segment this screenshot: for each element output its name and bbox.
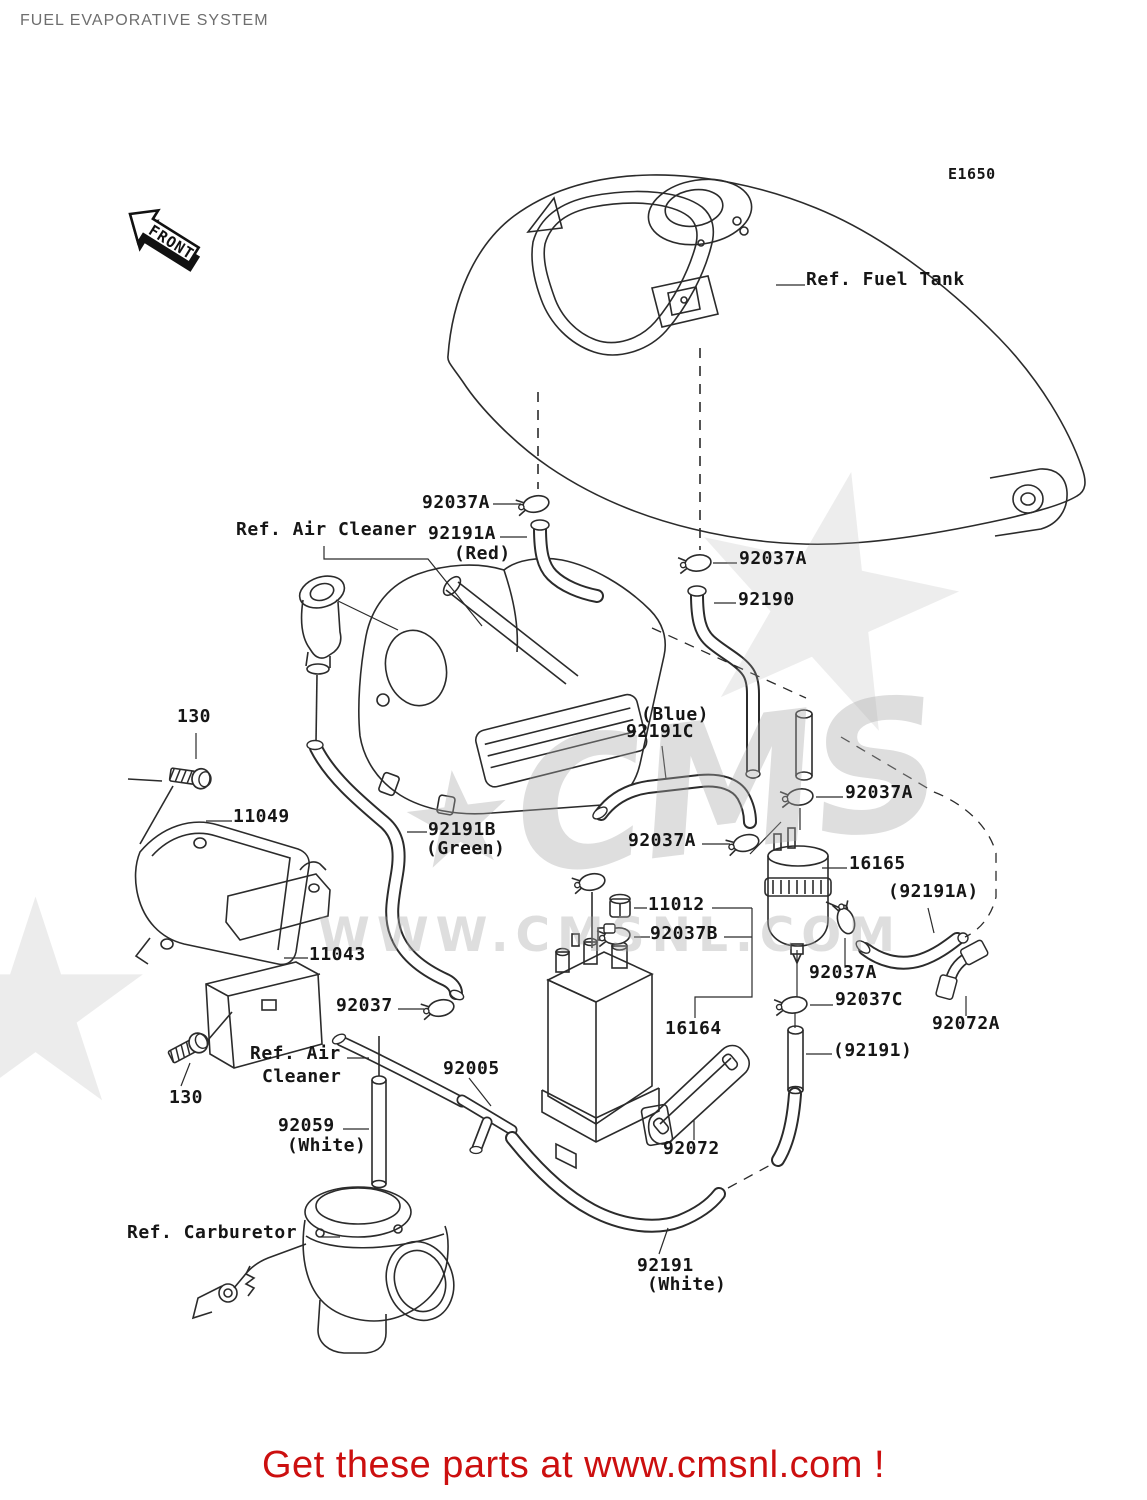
clip-92037a-2-drawing <box>677 552 713 575</box>
air-cleaner-elbow-drawing <box>298 575 346 743</box>
label-16164: 16164 <box>665 1018 722 1039</box>
strap-92072-drawing <box>640 1044 750 1147</box>
dashed-route-right <box>840 736 997 938</box>
hose-92191b-green-drawing <box>306 739 465 1001</box>
diagram-code: E1650 <box>948 165 996 183</box>
label-ref-air-cleaner-top: Ref. Air Cleaner <box>236 519 418 540</box>
label-ref-air-cleaner-bottom-2: Cleaner <box>262 1066 342 1087</box>
label-92037a-2: 92037A <box>739 548 808 569</box>
label-92059: 92059 <box>278 1115 335 1136</box>
label-92037: 92037 <box>336 995 393 1016</box>
clip-92037a-1-drawing <box>514 492 552 517</box>
label-ref-carburetor: Ref. Carburetor <box>127 1222 298 1243</box>
carburetor-drawing <box>191 1186 455 1354</box>
label-92037c: 92037C <box>835 989 904 1010</box>
label-92191b-color: (Green) <box>426 838 506 859</box>
tube-route-top-drawing <box>795 709 813 781</box>
label-92191a-paren: (92191A) <box>888 881 979 902</box>
label-92191-white: 92191 <box>637 1255 694 1276</box>
label-ref-air-cleaner-bottom-1: Ref. Air <box>250 1043 341 1064</box>
front-arrow-icon: FRONT <box>128 208 201 272</box>
label-92072a: 92072A <box>932 1013 1001 1034</box>
label-92037a-3: 92037A <box>628 830 697 851</box>
label-92037a-5: 92037A <box>809 962 878 983</box>
clamp-92037b-drawing <box>596 923 632 948</box>
label-92191c: 92191C <box>626 721 695 742</box>
hose-92191c-blue-drawing <box>592 773 757 829</box>
bracket-11043-drawing <box>127 778 331 1069</box>
separator-16165-drawing <box>764 827 849 965</box>
label-92037a-4: 92037A <box>845 782 914 803</box>
clip-92037a-4-drawing <box>779 786 815 809</box>
canister-16164-drawing <box>541 892 660 1170</box>
hose-92191-white-drawing <box>505 1087 802 1233</box>
label-92005: 92005 <box>443 1058 500 1079</box>
label-11012: 11012 <box>648 894 705 915</box>
fuel-tank-drawing <box>447 174 1086 550</box>
air-cleaner-drawing <box>358 557 666 816</box>
tube-92191-right-drawing <box>787 1025 804 1095</box>
footer-link[interactable]: Get these parts at www.cmsnl.com ! <box>261 1444 886 1486</box>
label-11049: 11049 <box>233 806 290 827</box>
elbow-92072a-drawing <box>935 939 989 1001</box>
bolt-130-bottom-drawing <box>165 1028 213 1068</box>
label-ref-fuel-tank: Ref. Fuel Tank <box>806 269 965 290</box>
hose-drain-drawing <box>331 1033 468 1108</box>
hose-92191a-red-drawing <box>530 519 604 603</box>
label-92037a-1: 92037A <box>422 492 491 513</box>
label-92190: 92190 <box>738 589 795 610</box>
label-16165: 16165 <box>849 853 906 874</box>
clip-92037c-drawing <box>773 994 809 1017</box>
cap-11012-drawing <box>609 893 631 918</box>
leader-lines <box>180 284 967 1255</box>
label-92037b: 92037B <box>650 923 719 944</box>
label-92191b: 92191B <box>428 819 497 840</box>
label-92191-white-color: (White) <box>647 1274 727 1295</box>
label-92072: 92072 <box>663 1138 720 1159</box>
clip-92037a-5-drawing <box>570 870 608 895</box>
clip-92037a-3-drawing <box>724 831 762 857</box>
page-title: FUEL EVAPORATIVE SYSTEM <box>20 12 269 29</box>
label-130-top: 130 <box>177 706 212 727</box>
t-fitting-92005-drawing <box>456 1094 518 1155</box>
clip-92037-drawing <box>419 996 457 1021</box>
label-92191c-color: (Blue) <box>641 704 710 725</box>
label-92059-color: (White) <box>287 1135 367 1156</box>
label-92191a-color: (Red) <box>454 543 511 564</box>
label-11043: 11043 <box>309 944 366 965</box>
bracket-11049-drawing <box>134 821 310 966</box>
tube-92059-drawing <box>371 1036 387 1189</box>
label-130-bottom: 130 <box>169 1087 204 1108</box>
hose-92190-drawing <box>687 585 761 779</box>
hose-92191a-paren-drawing <box>855 932 969 970</box>
label-92191a: 92191A <box>428 523 497 544</box>
bolt-130-top-drawing <box>168 763 214 791</box>
label-92191-paren: (92191) <box>833 1040 913 1061</box>
